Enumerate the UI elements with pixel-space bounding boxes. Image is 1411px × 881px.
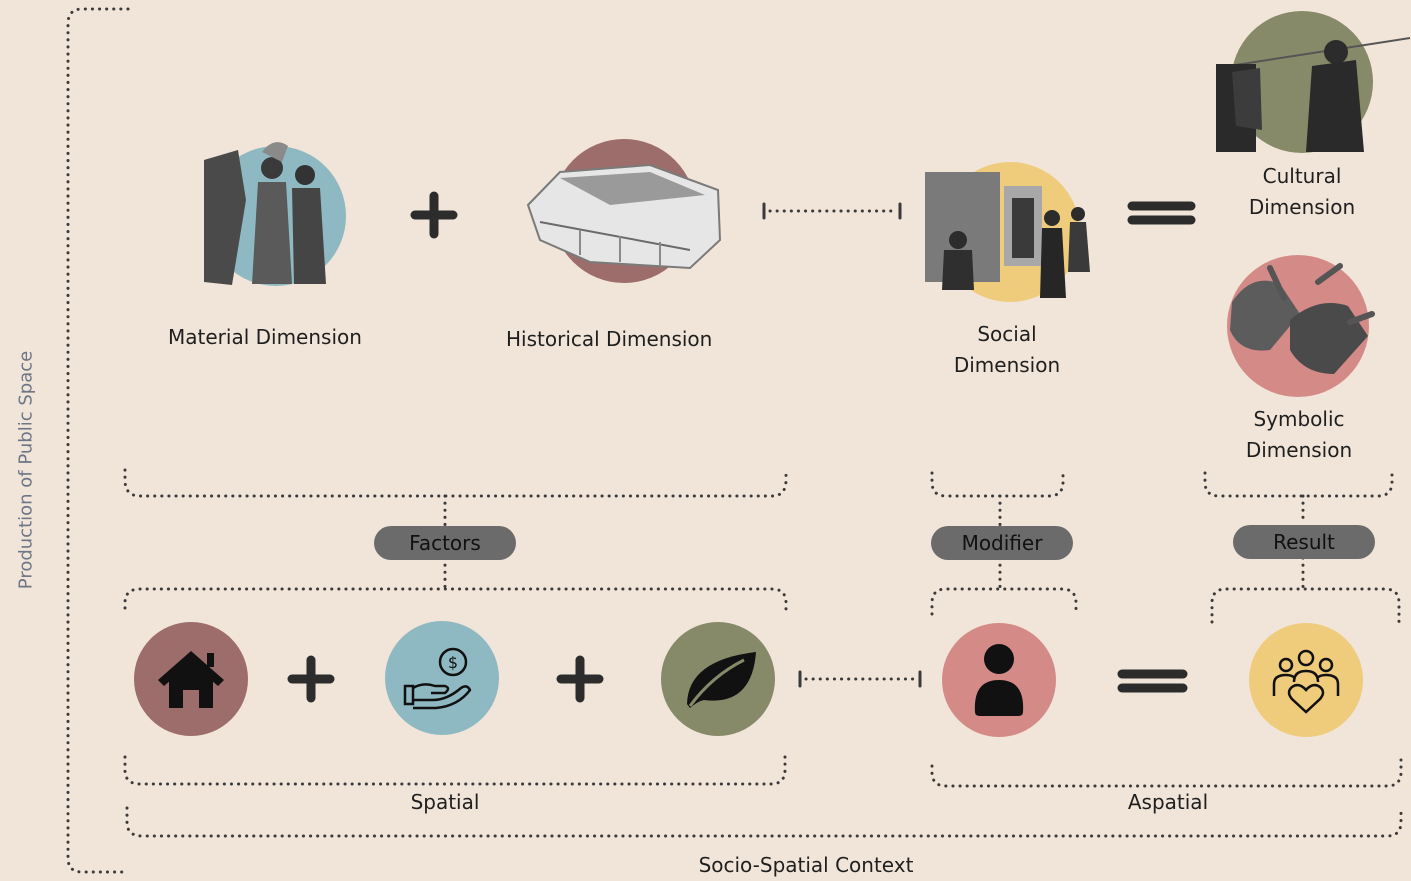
modifier-pill: Modifier bbox=[931, 526, 1073, 560]
bottom-equals-icon bbox=[1117, 669, 1188, 693]
aspatial-bracket bbox=[930, 755, 1403, 788]
person-icon bbox=[942, 623, 1056, 737]
context-bracket bbox=[125, 806, 1403, 838]
spatial-bracket bbox=[123, 755, 787, 786]
outer-bracket bbox=[66, 7, 130, 874]
money-hand-icon: $ bbox=[385, 621, 499, 735]
modifier-top-bracket bbox=[930, 471, 1065, 528]
community-heart-icon bbox=[1249, 623, 1363, 737]
result-bottom-bracket bbox=[1210, 556, 1401, 624]
social-dimension-label: Social Dimension bbox=[930, 319, 1084, 381]
house-icon bbox=[134, 622, 248, 736]
historical-dimension-label: Historical Dimension bbox=[506, 327, 713, 351]
top-equals-icon bbox=[1127, 201, 1196, 225]
svg-text:$: $ bbox=[448, 653, 458, 672]
aspatial-label: Aspatial bbox=[1127, 790, 1209, 814]
cultural-label-line1: Cultural bbox=[1262, 164, 1342, 188]
spatial-label: Spatial bbox=[410, 790, 480, 814]
socio-spatial-context-label: Socio-Spatial Context bbox=[698, 853, 914, 877]
factors-top-bracket bbox=[123, 468, 788, 528]
social-label-line1: Social bbox=[977, 322, 1037, 346]
historical-photo bbox=[526, 139, 722, 283]
symbolic-label-line2: Dimension bbox=[1245, 438, 1353, 462]
cultural-dimension-label: Cultural Dimension bbox=[1225, 161, 1379, 223]
cultural-photo bbox=[1215, 11, 1411, 153]
top-plus-icon bbox=[410, 191, 458, 239]
factors-bottom-bracket bbox=[123, 556, 788, 616]
social-label-line2: Dimension bbox=[953, 353, 1061, 377]
material-photo bbox=[204, 142, 346, 286]
social-photo bbox=[925, 162, 1090, 302]
result-top-bracket bbox=[1203, 471, 1394, 526]
material-dimension-label: Material Dimension bbox=[168, 325, 362, 349]
modifier-bottom-bracket bbox=[930, 556, 1078, 616]
factors-pill: Factors bbox=[374, 526, 516, 560]
leaf-icon bbox=[661, 622, 775, 736]
cultural-label-line2: Dimension bbox=[1248, 195, 1356, 219]
plus3-icon bbox=[556, 655, 604, 703]
symbolic-label-line1: Symbolic bbox=[1253, 407, 1345, 431]
symbolic-dimension-label: Symbolic Dimension bbox=[1222, 404, 1376, 466]
top-plus2-icon bbox=[287, 655, 335, 703]
result-pill: Result bbox=[1233, 525, 1375, 559]
symbolic-photo bbox=[1227, 255, 1375, 397]
